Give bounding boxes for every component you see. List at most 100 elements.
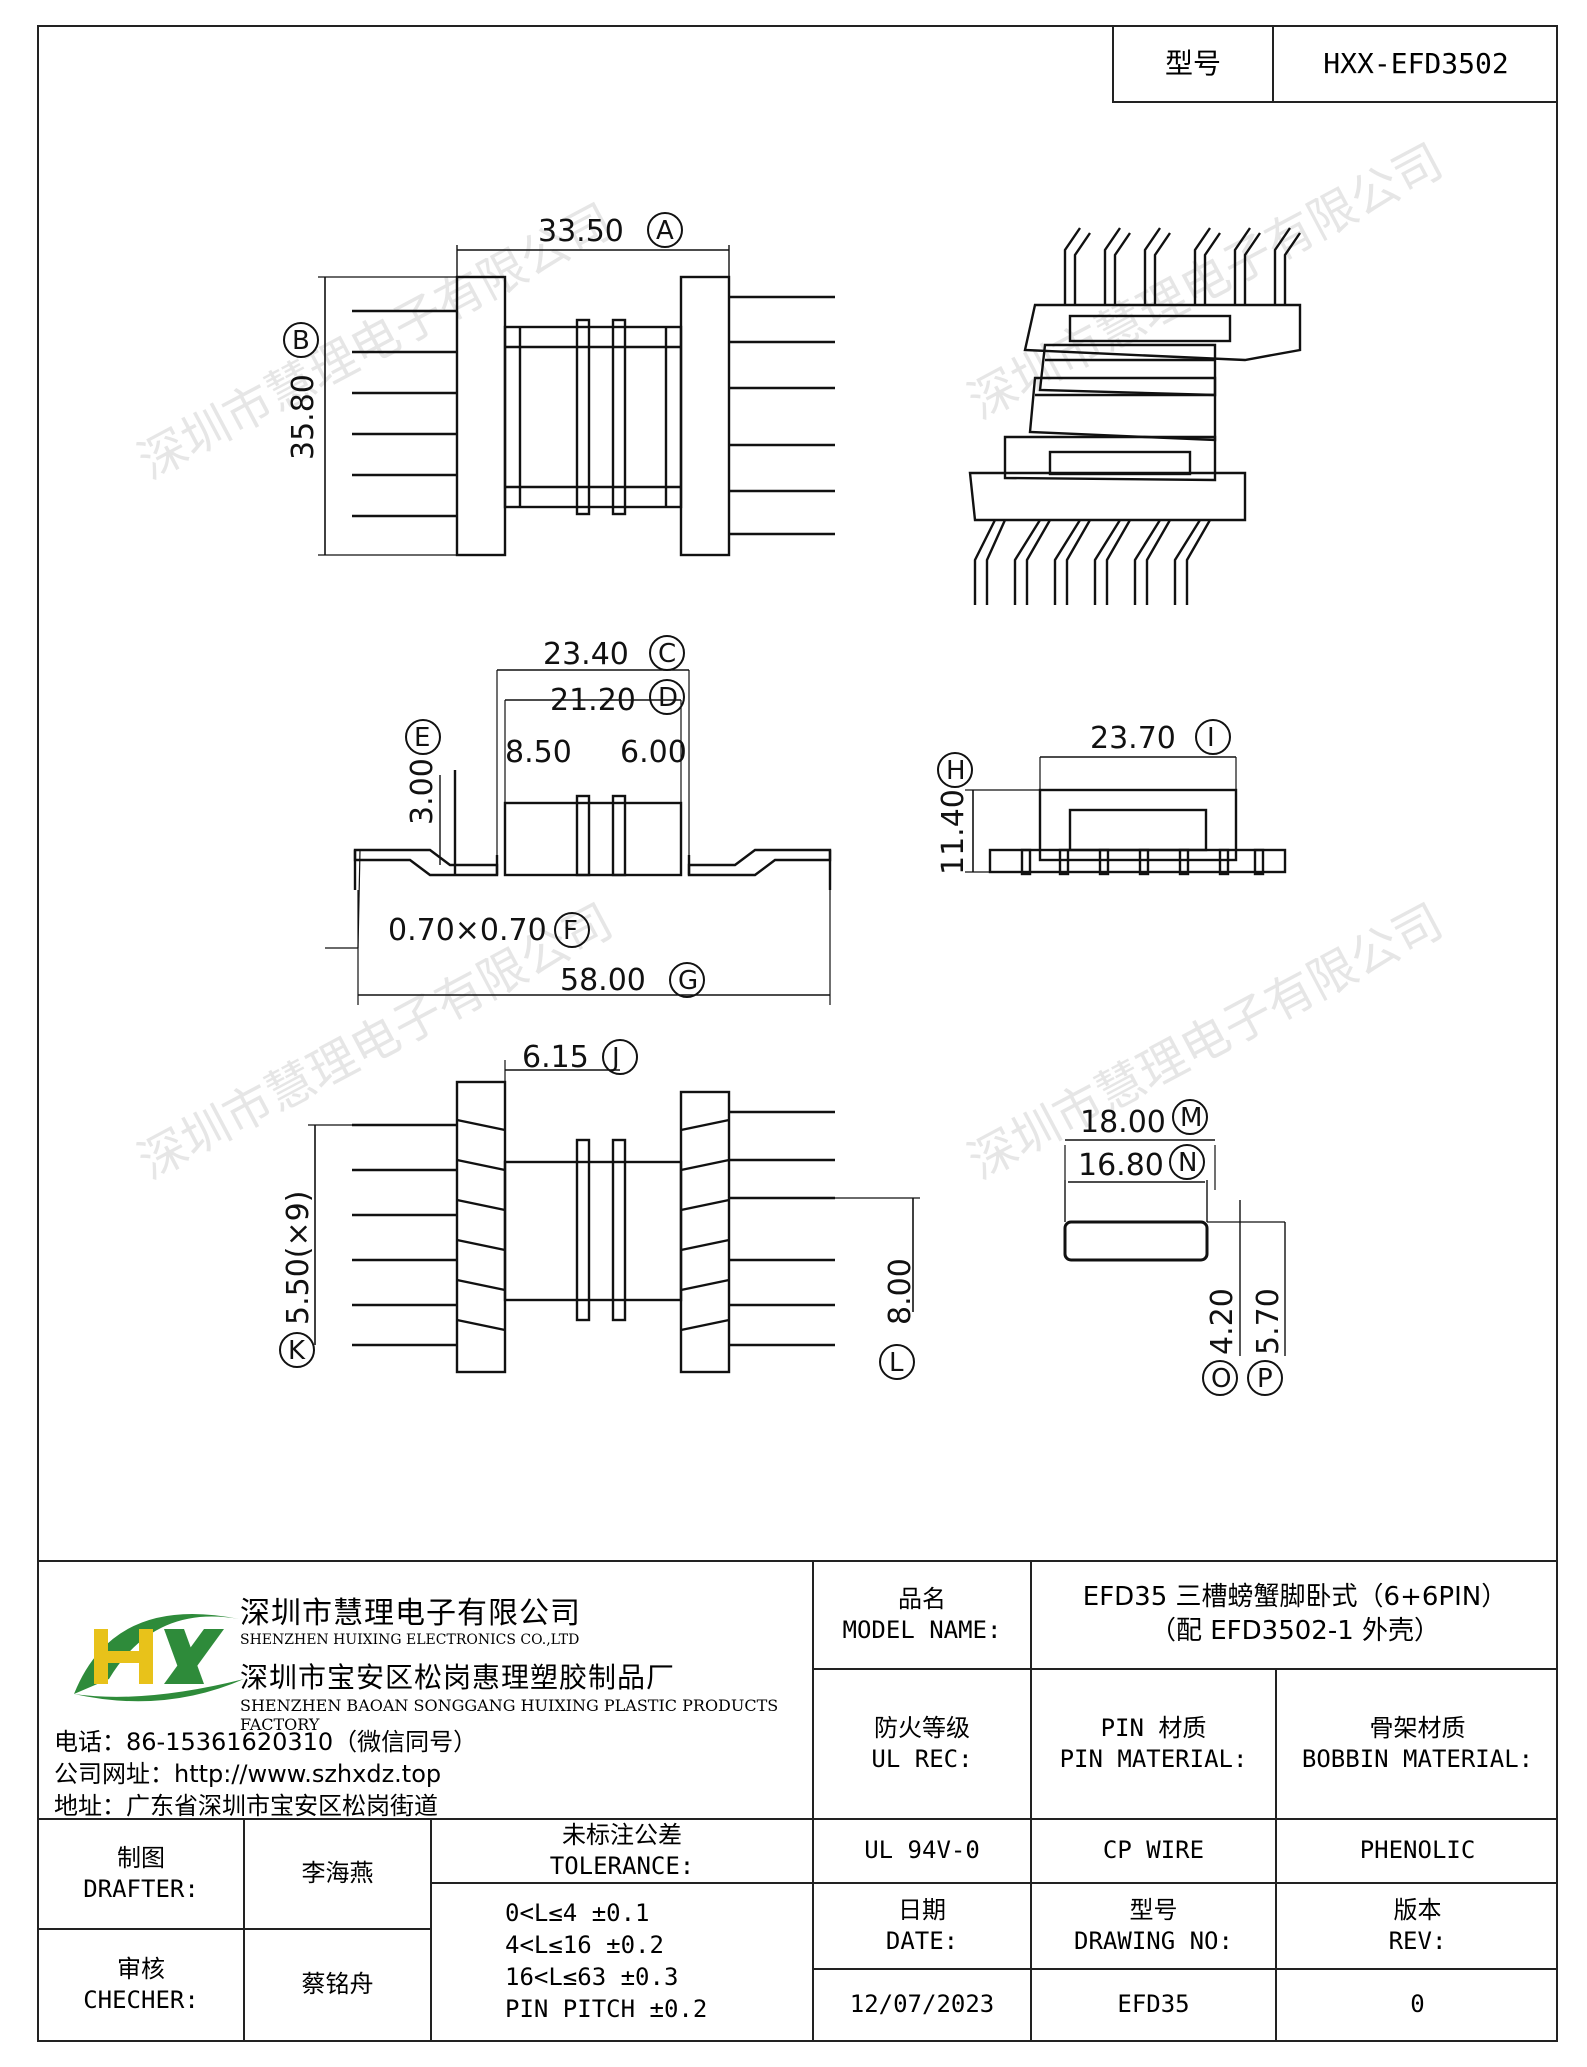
dim-k-letter: K: [288, 1336, 306, 1366]
tolerance-line: 0<L≤4 ±0.1: [505, 1899, 650, 1927]
title-block-border: [812, 1560, 814, 2042]
dim-i-value: 23.70: [1090, 721, 1176, 756]
dim-m-value: 18.00: [1080, 1105, 1166, 1140]
company-phone: 电话：86-15361620310（微信同号）: [54, 1728, 478, 1756]
dim-g-letter: G: [678, 966, 698, 996]
bobbin-material-label: 骨架材质 BOBBIN MATERIAL:: [1277, 1670, 1558, 1818]
company-name-en: SHENZHEN HUIXING ELECTRONICS CO.,LTD: [240, 1632, 580, 1648]
dimension-labels: 33.50 A 35.80 B 23.40 C 21.20 D E 3.00 8…: [279, 212, 1286, 1396]
ul-rec-label-cn: 防火等级: [874, 1713, 970, 1742]
company-website[interactable]: 公司网址：http://www.szhxdz.top: [54, 1760, 442, 1788]
isometric-view: [968, 227, 1302, 605]
watermark-text: 深圳市慧理电子有限公司: [959, 893, 1452, 1190]
checker-label: 审核 CHECHER:: [39, 1930, 243, 2040]
company-block: 深圳市慧理电子有限公司 SHENZHEN HUIXING ELECTRONICS…: [40, 1562, 810, 1824]
drawing-no-label: 型号 DRAWING NO:: [1032, 1884, 1275, 1968]
dim-o-value: 4.20: [1205, 1288, 1240, 1355]
dim-e-value: 3.00: [405, 758, 440, 825]
header-border: [1112, 25, 1558, 27]
drawing-no-label-cn: 型号: [1129, 1895, 1178, 1924]
dim-n-letter: N: [1178, 1148, 1197, 1178]
dim-a-letter: A: [656, 216, 674, 246]
dim-b-letter: B: [292, 326, 310, 356]
model-name-label-en: MODEL NAME:: [842, 1616, 1002, 1644]
title-block-border: [812, 1882, 1558, 1884]
bobbin-material-label-en: BOBBIN MATERIAL:: [1301, 1745, 1534, 1773]
dim-p-letter: P: [1257, 1364, 1273, 1394]
bottom-view: [308, 1060, 920, 1374]
title-block-border: [243, 1818, 245, 2042]
title-block-border: [812, 1668, 1558, 1670]
dim-c-value: 23.40: [543, 637, 629, 672]
dim-l-value: 8.00: [883, 1258, 918, 1325]
drawing-no-value: EFD35: [1117, 1990, 1190, 2019]
dim-l-letter: L: [889, 1348, 904, 1378]
tolerance-label-en: TOLERANCE:: [549, 1852, 695, 1880]
tolerance-line: 4<L≤16 ±0.2: [505, 1931, 664, 1959]
drafter-label-cn: 制图: [117, 1843, 165, 1872]
bobbin-material-value: PHENOLIC: [1359, 1836, 1476, 1865]
side-view: [965, 756, 1287, 876]
header-border: [1112, 25, 1114, 103]
model-label: 型号: [1164, 46, 1221, 80]
dim-m-letter: M: [1180, 1103, 1202, 1133]
header-border: [1112, 101, 1558, 103]
bottom-view-left-pins: [352, 1123, 457, 1347]
checker-name: 蔡铭舟: [301, 1970, 374, 1999]
ul-rec-label: 防火等级 UL REC:: [814, 1670, 1030, 1818]
rev-label-en: REV:: [1388, 1927, 1447, 1955]
dim-slot1-value: 8.50: [505, 735, 572, 770]
header-border: [1272, 25, 1274, 103]
dim-n-value: 16.80: [1078, 1148, 1164, 1183]
ul-rec-value: UL 94V-0: [864, 1836, 980, 1865]
drawing-no-label-en: DRAWING NO:: [1074, 1927, 1233, 1955]
top-view-left-pins: [352, 309, 457, 518]
dim-p-value: 5.70: [1251, 1288, 1286, 1355]
title-block-border: [430, 1818, 432, 2042]
dim-f-letter: F: [563, 916, 578, 946]
dim-d-value: 21.20: [550, 683, 636, 718]
dim-b-value: 35.80: [286, 374, 321, 460]
title-block-border: [37, 1560, 1558, 1562]
dim-a-value: 33.50: [538, 214, 624, 249]
dim-slot2-value: 6.00: [620, 735, 687, 770]
dim-c-letter: C: [658, 639, 676, 669]
date-label: 日期 DATE:: [814, 1884, 1030, 1968]
title-block-border: [1030, 1560, 1032, 2042]
dim-f-value: 0.70×0.70: [388, 913, 547, 948]
company-name-cn: 深圳市慧理电子有限公司: [240, 1596, 581, 1631]
company-logo: [74, 1614, 244, 1702]
drafter-name: 李海燕: [301, 1859, 374, 1888]
date-label-cn: 日期: [898, 1895, 946, 1924]
model-name-label-cn: 品名: [898, 1584, 946, 1613]
rev-label-cn: 版本: [1393, 1895, 1442, 1924]
factory-name-cn: 深圳市宝安区松岗惠理塑胶制品厂: [240, 1661, 676, 1694]
title-block-border: [37, 1928, 430, 1930]
pin-material-label: PIN 材质 PIN MATERIAL:: [1032, 1670, 1275, 1818]
dim-k-value: 5.50(×9): [281, 1191, 316, 1325]
date-value: 12/07/2023: [849, 1990, 995, 2019]
bobbin-material-label-cn: 骨架材质: [1369, 1713, 1466, 1742]
top-view-right-pins: [729, 295, 835, 536]
dim-g-value: 58.00: [560, 963, 646, 998]
checker-label-cn: 审核: [117, 1954, 165, 1983]
model-name-value-line1: EFD35 三槽螃蟹脚卧式（6+6PIN）: [1082, 1582, 1508, 1613]
bottom-view-right-pins: [729, 1110, 835, 1347]
front-view: [325, 669, 832, 1005]
pin-material-value: CP WIRE: [1102, 1836, 1205, 1865]
tolerance-label: 未标注公差 TOLERANCE:: [432, 1820, 812, 1882]
date-label-en: DATE:: [885, 1927, 959, 1955]
dim-h-letter: H: [946, 756, 966, 786]
rev-label: 版本 REV:: [1277, 1884, 1558, 1968]
title-block-border: [430, 1882, 812, 1884]
tolerance-line: PIN PITCH ±0.2: [505, 1995, 708, 2023]
tolerance-line: 16<L≤63 ±0.3: [505, 1963, 679, 1991]
side-view-pins: [1020, 848, 1265, 876]
technical-drawing: 深圳市慧理电子有限公司 深圳市慧理电子有限公司 深圳市慧理电子有限公司 深圳市慧…: [129, 133, 1452, 1396]
title-block-border: [1275, 1668, 1277, 2042]
dim-h-value: 11.40: [936, 789, 971, 875]
dim-d-letter: D: [658, 683, 678, 713]
checker-label-en: CHECHER:: [83, 1986, 199, 2014]
tolerance-list: 0<L≤4 ±0.1 4<L≤16 ±0.2 16<L≤63 ±0.3 PIN …: [505, 1897, 707, 2025]
drafter-label: 制图 DRAFTER:: [39, 1820, 243, 1928]
